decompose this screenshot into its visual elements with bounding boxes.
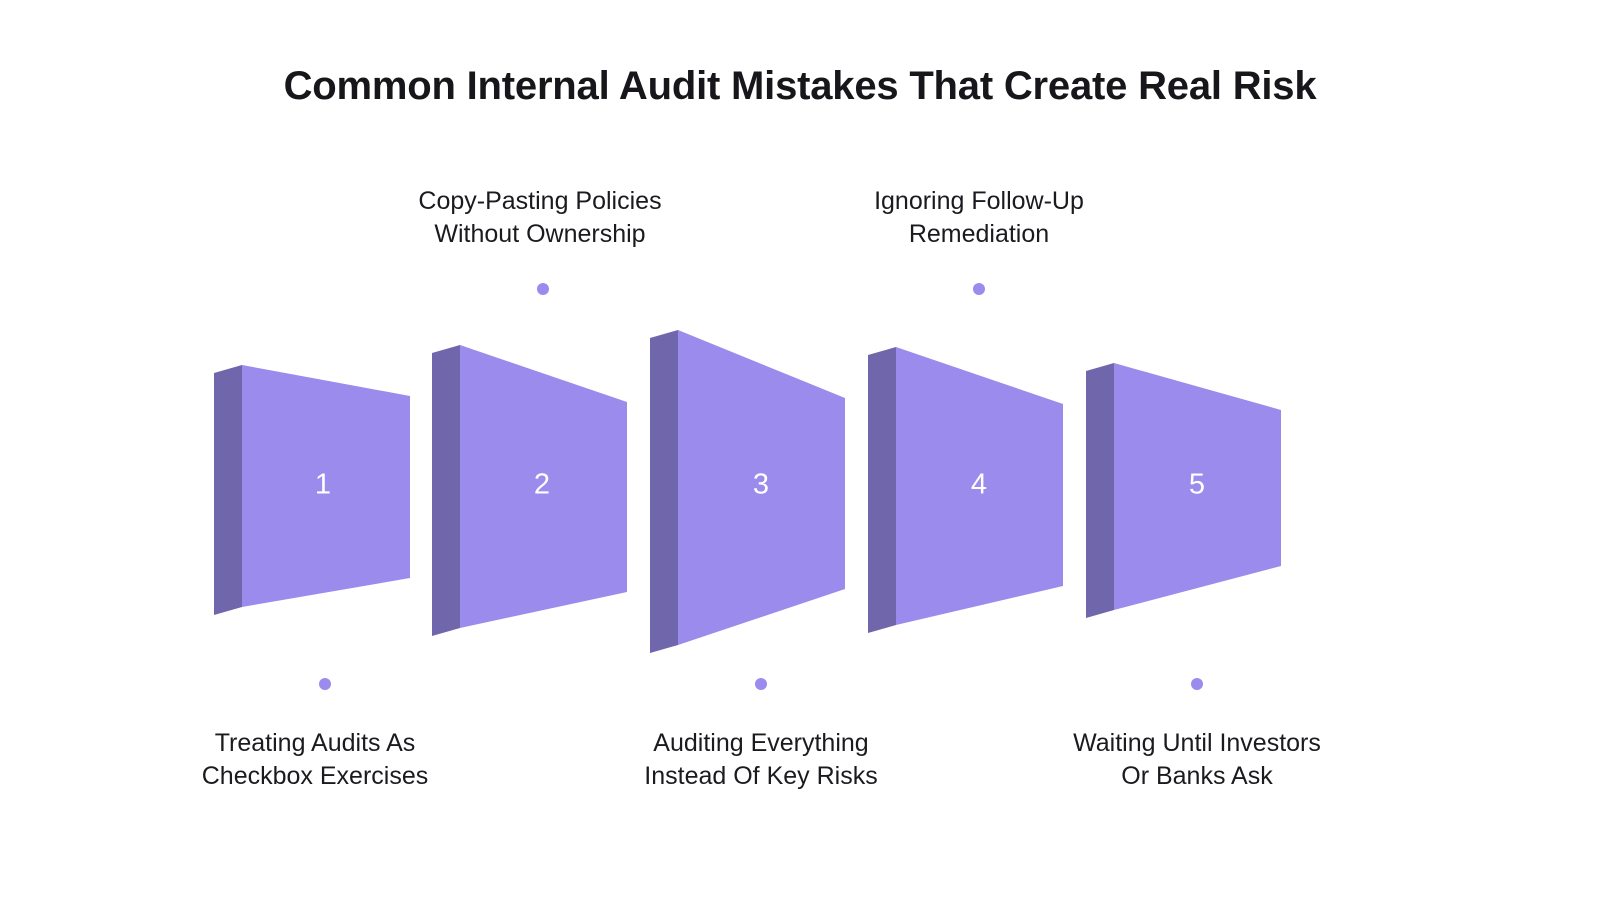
funnel-segment-side-face bbox=[432, 345, 460, 636]
connector-dot-5 bbox=[1191, 678, 1203, 690]
connector-dot-1 bbox=[319, 678, 331, 690]
stage-label-5: Waiting Until Investors Or Banks Ask bbox=[1073, 729, 1321, 790]
funnel-segment-front-face bbox=[460, 345, 627, 628]
funnel-segment-side-face bbox=[214, 365, 242, 615]
page-title: Common Internal Audit Mistakes That Crea… bbox=[283, 64, 1317, 108]
funnel-segment-1[interactable]: 1 bbox=[214, 365, 410, 615]
funnel-segment-front-face bbox=[896, 347, 1063, 625]
stage-label-4: Ignoring Follow-Up Remediation bbox=[874, 187, 1084, 248]
funnel-segment-side-face bbox=[650, 330, 678, 653]
funnel-segment-front-face bbox=[678, 330, 845, 645]
stage-label-1: Treating Audits As Checkbox Exercises bbox=[201, 729, 429, 790]
funnel-segment-2[interactable]: 2 bbox=[432, 345, 627, 636]
funnel-segment-front-face bbox=[1114, 363, 1281, 610]
funnel-segment-number: 3 bbox=[753, 469, 769, 501]
funnel-segment-3[interactable]: 3 bbox=[650, 330, 845, 653]
connector-dot-3 bbox=[755, 678, 767, 690]
funnel-segment-side-face bbox=[1086, 363, 1114, 618]
funnel-segment-number: 2 bbox=[534, 469, 550, 501]
funnel-segment-4[interactable]: 4 bbox=[868, 347, 1063, 633]
stage-label-3: Auditing Everything Instead Of Key Risks bbox=[644, 729, 878, 790]
funnel-segment-number: 4 bbox=[971, 469, 987, 501]
connector-dot-2 bbox=[537, 283, 549, 295]
connector-dot-4 bbox=[973, 283, 985, 295]
funnel-segment-5[interactable]: 5 bbox=[1086, 363, 1281, 618]
stage-label-2: Copy-Pasting Policies Without Ownership bbox=[418, 187, 662, 248]
funnel-segment-front-face bbox=[242, 365, 410, 607]
funnel-segment-number: 5 bbox=[1189, 469, 1205, 501]
funnel-segment-side-face bbox=[868, 347, 896, 633]
funnel-segment-number: 1 bbox=[315, 469, 331, 501]
